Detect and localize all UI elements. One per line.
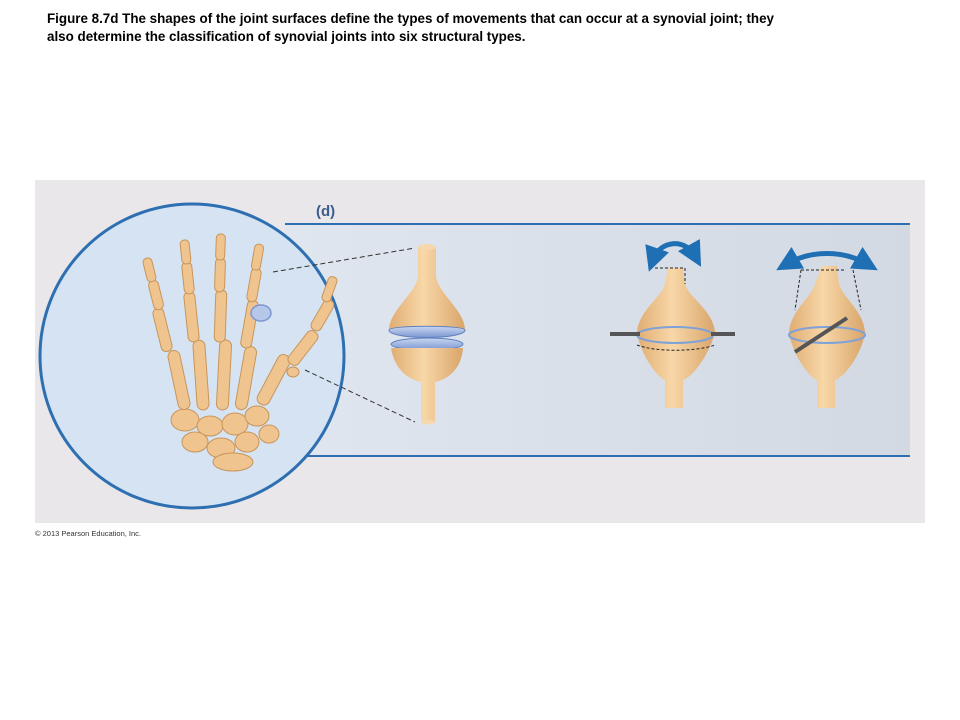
saddle-joint-flexion-model — [610, 238, 735, 408]
saddle-joint-abduction-model — [776, 246, 878, 408]
figure-caption: Figure 8.7d The shapes of the joint surf… — [47, 10, 937, 46]
copyright-text: © 2013 Pearson Education, Inc. — [35, 529, 142, 538]
leader-line-bottom — [304, 369, 416, 423]
figure-canvas — [38, 202, 910, 510]
saddle-joint-figure: (d) — [35, 180, 925, 523]
highlighted-joint — [250, 304, 272, 322]
panel-label: (d) — [316, 203, 336, 220]
caption-line-2: also determine the classification of syn… — [47, 29, 526, 44]
leader-line-top — [272, 247, 416, 273]
caption-line-1: Figure 8.7d The shapes of the joint surf… — [47, 11, 774, 26]
hand-skeleton — [142, 233, 338, 472]
saddle-joint-model — [388, 244, 466, 425]
